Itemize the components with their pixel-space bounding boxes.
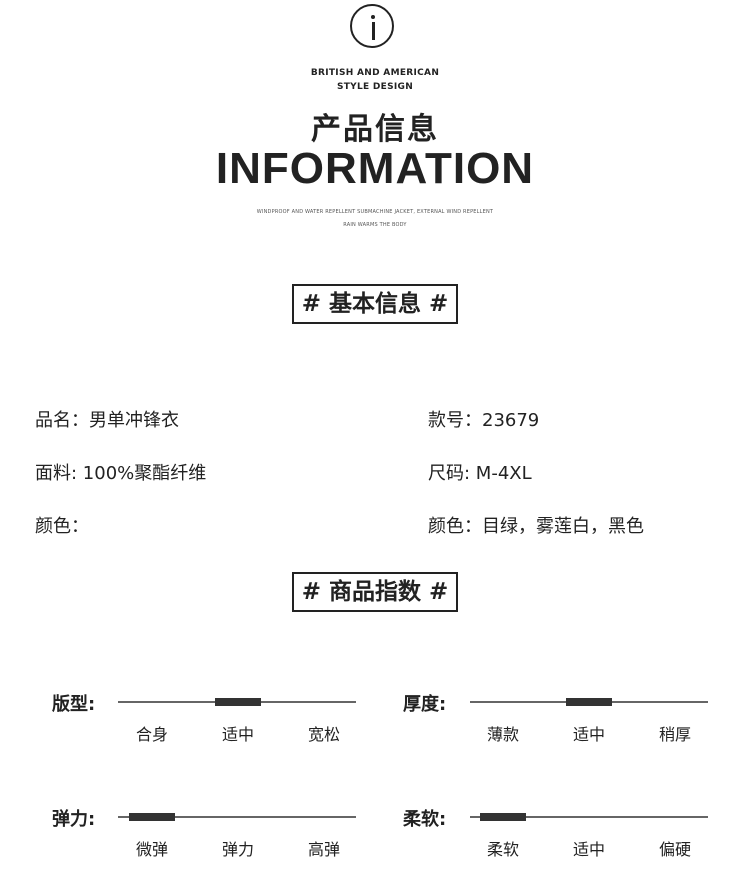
page-title-cn: 产品信息 bbox=[311, 112, 439, 147]
gauge-elasticity-label: 弹力: bbox=[52, 809, 96, 830]
gauge-tick: 适中 bbox=[221, 725, 254, 744]
gauge-softness-track bbox=[470, 816, 708, 818]
gauge-tick: 偏硬 bbox=[658, 840, 691, 859]
gauge-tick: 适中 bbox=[572, 840, 605, 859]
gauge-elasticity-indicator bbox=[129, 813, 175, 821]
field-color-right: 颜色：目绿，雾莲白，黑色 bbox=[428, 516, 644, 537]
brand-line-1: BRITISH AND AMERICAN bbox=[310, 68, 440, 78]
product-index-heading: # 商品指数 # bbox=[291, 572, 459, 612]
gauge-elasticity-track bbox=[118, 816, 356, 818]
field-value: M-4XL bbox=[475, 463, 532, 484]
tagline-1: WINDPROOF AND WATER REPELLENT SUBMACHINE… bbox=[256, 209, 494, 215]
gauge-thickness-label: 厚度: bbox=[403, 694, 447, 715]
gauge-tick: 高弹 bbox=[307, 840, 340, 859]
gauge-tick: 弹力 bbox=[221, 840, 254, 859]
field-value: 男单冲锋衣 bbox=[89, 410, 179, 431]
field-label: 款号 bbox=[428, 410, 464, 431]
gauge-tick: 适中 bbox=[572, 725, 605, 744]
field-value: 100%聚酯纤维 bbox=[82, 463, 207, 484]
gauge-softness-indicator bbox=[480, 813, 526, 821]
gauge-tick: 薄款 bbox=[486, 725, 519, 744]
page-title-en: INFORMATION bbox=[215, 144, 535, 193]
field-label: 面料 bbox=[35, 463, 71, 484]
index-heading-wrap: # 商品指数 # bbox=[0, 572, 750, 612]
field-color-left: 颜色： bbox=[35, 516, 89, 537]
gauge-tick: 柔软 bbox=[486, 840, 519, 859]
field-value: 目绿，雾莲白，黑色 bbox=[482, 516, 644, 537]
gauge-tick: 宽松 bbox=[307, 725, 340, 744]
gauge-tick: 微弹 bbox=[135, 840, 168, 859]
gauge-tick: 稍厚 bbox=[658, 725, 691, 744]
tagline-2: RAIN WARMS THE BODY bbox=[343, 222, 407, 228]
gauge-softness-label: 柔软: bbox=[403, 809, 447, 830]
field-value: 23679 bbox=[482, 410, 540, 431]
field-label: 颜色 bbox=[35, 516, 71, 537]
gauge-thickness-indicator bbox=[566, 698, 612, 706]
gauge-fit-indicator bbox=[215, 698, 261, 706]
basic-info-heading: # 基本信息 # bbox=[291, 284, 459, 324]
gauge-tick: 合身 bbox=[135, 725, 168, 744]
field-label: 颜色 bbox=[428, 516, 464, 537]
field-product-name: 品名：男单冲锋衣 bbox=[35, 410, 179, 431]
brand-line-2: STYLE DESIGN bbox=[336, 82, 414, 92]
field-label: 品名 bbox=[35, 410, 71, 431]
field-fabric: 面料: 100%聚酯纤维 bbox=[35, 463, 207, 484]
field-size: 尺码: M-4XL bbox=[428, 463, 532, 484]
field-style-number: 款号：23679 bbox=[428, 410, 540, 431]
field-label: 尺码 bbox=[428, 463, 464, 484]
gauge-fit-label: 版型: bbox=[52, 694, 96, 715]
info-icon bbox=[350, 4, 394, 48]
basic-info-heading-wrap: # 基本信息 # bbox=[0, 284, 750, 324]
